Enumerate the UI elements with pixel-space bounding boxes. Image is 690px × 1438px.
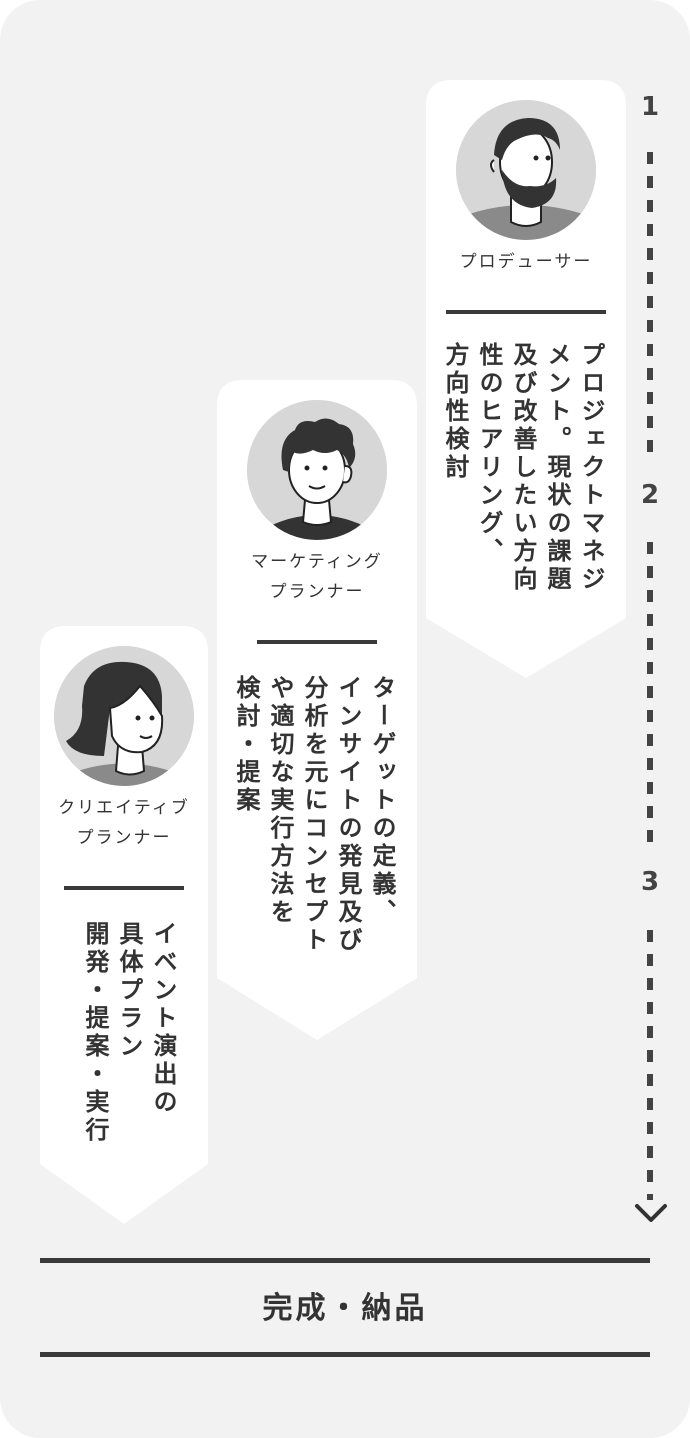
desc-line: や適切な実行方法を bbox=[266, 675, 294, 927]
role-line: プランナー bbox=[269, 582, 365, 602]
timeline-dots-3 bbox=[647, 930, 653, 1200]
step-number-2: 2 bbox=[640, 480, 660, 510]
bearded-man-avatar-icon bbox=[456, 100, 596, 240]
role-line: プロデューサー bbox=[459, 252, 593, 272]
desc-line: 具体プラン bbox=[115, 921, 143, 1061]
timeline-dots-2 bbox=[647, 542, 653, 842]
desc-line: メント。現状の課題 bbox=[543, 342, 571, 594]
desc-line: 検討・提案 bbox=[232, 675, 260, 815]
chevron-down-icon bbox=[635, 1204, 667, 1222]
marketing-divider bbox=[257, 640, 377, 644]
producer-description: プロジェクトマネジ メント。現状の課題 及び改善したい方向 性のヒアリング、 方… bbox=[438, 342, 608, 632]
step-card-producer: プロデューサー プロジェクトマネジ メント。現状の課題 及び改善したい方向 性の… bbox=[426, 80, 626, 680]
desc-line: 分析を元にコンセプト bbox=[300, 675, 328, 955]
creative-divider bbox=[64, 886, 184, 890]
final-label: 完成・納品 bbox=[262, 1291, 428, 1326]
marketing-description: ターゲットの定義、 インサイトの発見及び 分析を元にコンセプト や適切な実行方法… bbox=[229, 675, 399, 1005]
producer-role-label: プロデューサー bbox=[426, 247, 626, 277]
final-top-rule bbox=[40, 1258, 650, 1263]
step-card-marketing: マーケティング プランナー ターゲットの定義、 インサイトの発見及び 分析を元に… bbox=[217, 380, 417, 1042]
creative-description: イベント演出の 具体プラン 開発・提案・実行 bbox=[78, 921, 180, 1171]
marketing-role-label: マーケティング プランナー bbox=[217, 547, 417, 607]
card-shape bbox=[426, 80, 626, 678]
marketing-avatar bbox=[247, 400, 387, 540]
step-number-3: 3 bbox=[640, 867, 660, 897]
desc-line: イベント演出の bbox=[149, 921, 177, 1117]
desc-line: 開発・提案・実行 bbox=[81, 921, 109, 1145]
step-number-1: 1 bbox=[640, 92, 660, 122]
role-line: クリエイティブ bbox=[58, 798, 190, 818]
desc-line: ターゲットの定義、 bbox=[368, 675, 396, 927]
long-hair-woman-avatar-icon bbox=[54, 646, 194, 786]
producer-divider bbox=[446, 310, 606, 314]
producer-avatar bbox=[456, 100, 596, 240]
creative-avatar bbox=[54, 646, 194, 786]
role-line: マーケティング bbox=[251, 552, 383, 572]
final-bottom-rule bbox=[40, 1352, 650, 1357]
card-shape bbox=[217, 380, 417, 1040]
desc-line: 及び改善したい方向 bbox=[509, 342, 537, 594]
desc-line: プロジェクトマネジ bbox=[577, 342, 605, 594]
desc-line: インサイトの発見及び bbox=[334, 675, 362, 955]
timeline-dots-1 bbox=[647, 152, 653, 452]
step-card-creative: クリエイティブ プランナー イベント演出の 具体プラン 開発・提案・実行 bbox=[40, 626, 208, 1226]
card-shape bbox=[40, 626, 208, 1224]
desc-line: 方向性検討 bbox=[441, 342, 469, 482]
role-line: プランナー bbox=[76, 828, 172, 848]
desc-line: 性のヒアリング、 bbox=[475, 342, 503, 566]
curly-hair-man-avatar-icon bbox=[247, 400, 387, 540]
creative-role-label: クリエイティブ プランナー bbox=[40, 793, 208, 853]
